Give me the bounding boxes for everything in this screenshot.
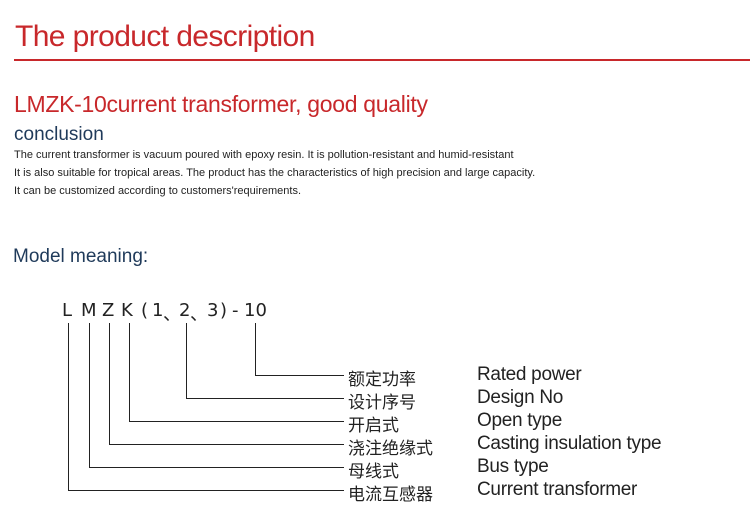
connector-design-no xyxy=(186,323,344,399)
code-digit-1: 1 xyxy=(152,300,164,321)
meaning-cn-casting-insulation: 浇注绝缘式 xyxy=(348,439,433,459)
connector-casting-insulation xyxy=(109,323,344,445)
meaning-cn-design-no: 设计序号 xyxy=(348,393,416,413)
connector-bus-type xyxy=(89,323,344,468)
connector-open-type xyxy=(129,323,344,422)
model-meaning-heading: Model meaning: xyxy=(13,246,149,267)
code-separator: 、 xyxy=(163,304,181,325)
code-separator: 、 xyxy=(190,304,208,325)
code-digit-3: 3 xyxy=(207,300,219,321)
meaning-en-bus-type: Bus type xyxy=(477,456,549,477)
code-letter-k: K xyxy=(121,300,133,321)
code-rating: 10 xyxy=(244,300,267,321)
code-paren-close: ) xyxy=(220,300,228,321)
meaning-en-open-type: Open type xyxy=(477,410,562,431)
code-dash: - xyxy=(232,300,239,321)
meaning-en-current-transformer: Current transformer xyxy=(477,479,638,500)
description-line: The current transformer is vacuum poured… xyxy=(14,149,514,161)
code-letter-z: Z xyxy=(102,300,115,321)
page-title: The product description xyxy=(15,20,315,53)
meaning-en-casting-insulation: Casting insulation type xyxy=(477,433,662,454)
product-title: LMZK-10current transformer, good quality xyxy=(14,91,428,117)
code-letter-l: L xyxy=(62,300,73,321)
meaning-cn-rated-power: 额定功率 xyxy=(348,370,416,390)
connector-current-transformer xyxy=(68,323,344,491)
description-line: It is also suitable for tropical areas. … xyxy=(14,167,536,179)
meaning-cn-current-transformer: 电流互感器 xyxy=(348,485,433,505)
code-letter-m: M xyxy=(81,300,97,321)
meaning-cn-bus-type: 母线式 xyxy=(348,462,399,482)
meaning-cn-open-type: 开启式 xyxy=(348,416,399,436)
description-line: It can be customized according to custom… xyxy=(14,185,302,197)
connector-rated-power xyxy=(255,323,344,376)
code-paren-open: ( xyxy=(141,300,149,321)
code-digit-2: 2 xyxy=(179,300,191,321)
meaning-en-design-no: Design No xyxy=(477,387,564,408)
conclusion-label: conclusion xyxy=(14,124,104,145)
meaning-en-rated-power: Rated power xyxy=(477,364,582,385)
header-divider xyxy=(14,59,750,61)
